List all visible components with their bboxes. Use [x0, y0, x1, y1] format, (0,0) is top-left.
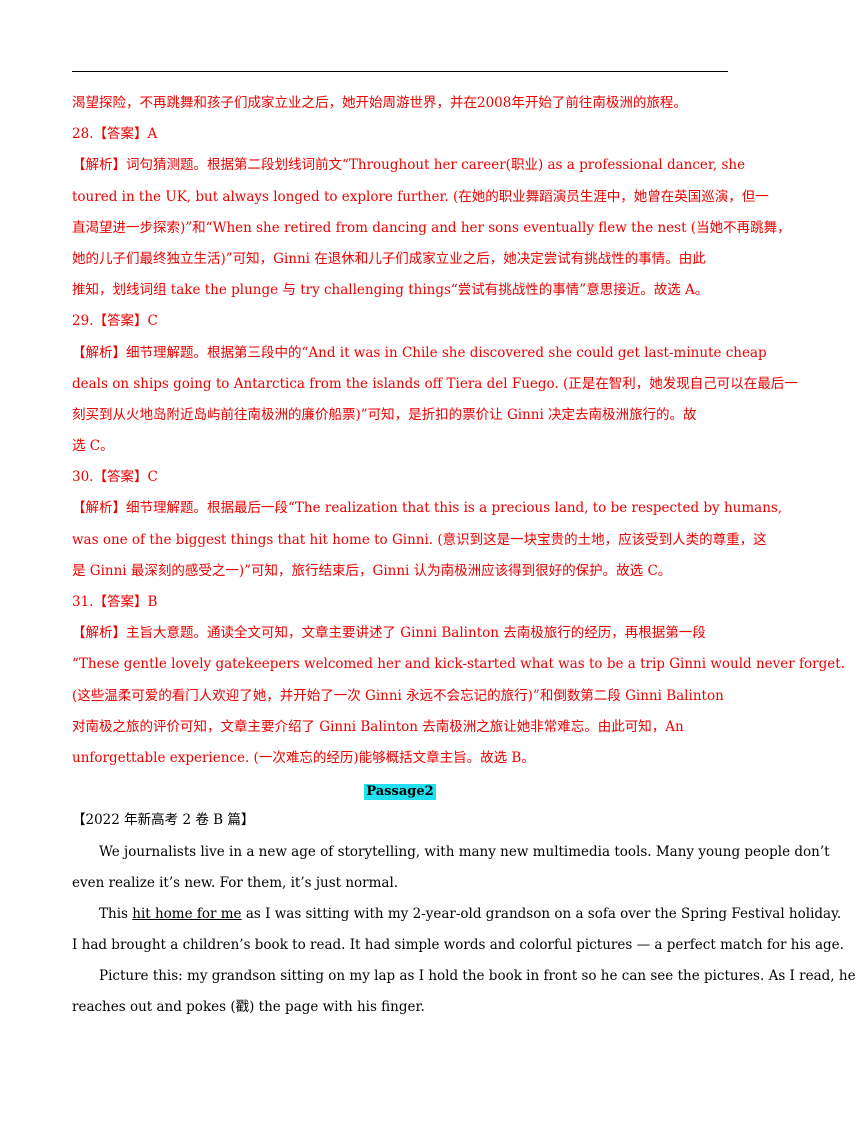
answer-line: 对南极之旅的评价可知，文章主要介绍了 Ginni Balinton 去南极洲之旅… — [72, 718, 684, 735]
passage-text: as I was sitting with my 2-year-old gran… — [241, 905, 842, 922]
answer-line: 【解析】细节理解题。根据最后一段“The realization that th… — [72, 500, 783, 517]
answer-line: 【解析】主旨大意题。通读全文可知，文章主要讲述了 Ginni Balinton … — [72, 625, 706, 642]
answer-line: 渴望探险，不再跳舞和孩子们成家立业之后，她开始周游世界，并在2008年开始了前往… — [72, 95, 687, 111]
passage-paragraph-2-cont: I had brought a children’s book to read.… — [72, 937, 844, 954]
passage-heading: Passage2 — [72, 774, 728, 805]
answer-label-29: 29.【答案】C — [72, 313, 158, 330]
answer-line: toured in the UK, but always longed to e… — [72, 188, 769, 205]
header-rule — [72, 71, 728, 72]
answer-line: 她的儿子们最终独立生活)”可知，Ginni 在退休和儿子们成家立业之后，她决定尝… — [72, 250, 706, 267]
answer-line: 刻买到从火地岛附近岛屿前往南极洲的廉价船票)”可知，是折扣的票价让 Ginni … — [72, 406, 697, 423]
passage-title: Passage2 — [364, 784, 436, 801]
answer-line: was one of the biggest things that hit h… — [72, 531, 767, 548]
answer-line: 推知，划线词组 take the plunge 与 try challengin… — [72, 282, 709, 299]
passage-paragraph-1-cont: even realize it’s new. For them, it’s ju… — [72, 874, 399, 891]
answer-line: 【解析】细节理解题。根据第三段中的“And it was in Chile sh… — [72, 344, 767, 361]
answer-line: unforgettable experience. (一次难忘的经历)能够概括文… — [72, 749, 535, 766]
passage-paragraph-3-cont: reaches out and pokes (戳) the page with … — [72, 999, 425, 1016]
answer-line: 直渴望进一步探索)”和“When she retired from dancin… — [72, 219, 791, 236]
answer-line: 是 Ginni 最深刻的感受之一)”可知，旅行结束后，Ginni 认为南极洲应该… — [72, 562, 672, 579]
answer-line: (这些温柔可爱的看门人欢迎了她，并开始了一次 Ginni 永远不会忘记的旅行)”… — [72, 687, 724, 704]
answer-line: 选 C。 — [72, 438, 114, 455]
page-content: 渴望探险，不再跳舞和孩子们成家立业之后，她开始周游世界，并在2008年开始了前往… — [72, 88, 856, 1024]
passage-paragraph-3: Picture this: my grandson sitting on my … — [99, 968, 856, 985]
answer-label-31: 31.【答案】B — [72, 594, 158, 610]
answer-line: 【解析】词句猜测题。根据第二段划线词前文“Throughout her care… — [72, 157, 746, 174]
passage-paragraph-1: We journalists live in a new age of stor… — [99, 843, 830, 860]
answer-label-28: 28.【答案】A — [72, 126, 158, 143]
answer-label-30: 30.【答案】C — [72, 469, 158, 486]
answer-line: deals on ships going to Antarctica from … — [72, 375, 798, 392]
passage-text: This — [99, 905, 133, 922]
passage-source: 【2022 年新高考 2 卷 B 篇】 — [72, 812, 255, 829]
passage-paragraph-2: This hit home for me as I was sitting wi… — [72, 899, 841, 930]
underlined-phrase: hit home for me — [132, 905, 242, 922]
answer-line: “These gentle lovely gatekeepers welcome… — [72, 656, 845, 673]
